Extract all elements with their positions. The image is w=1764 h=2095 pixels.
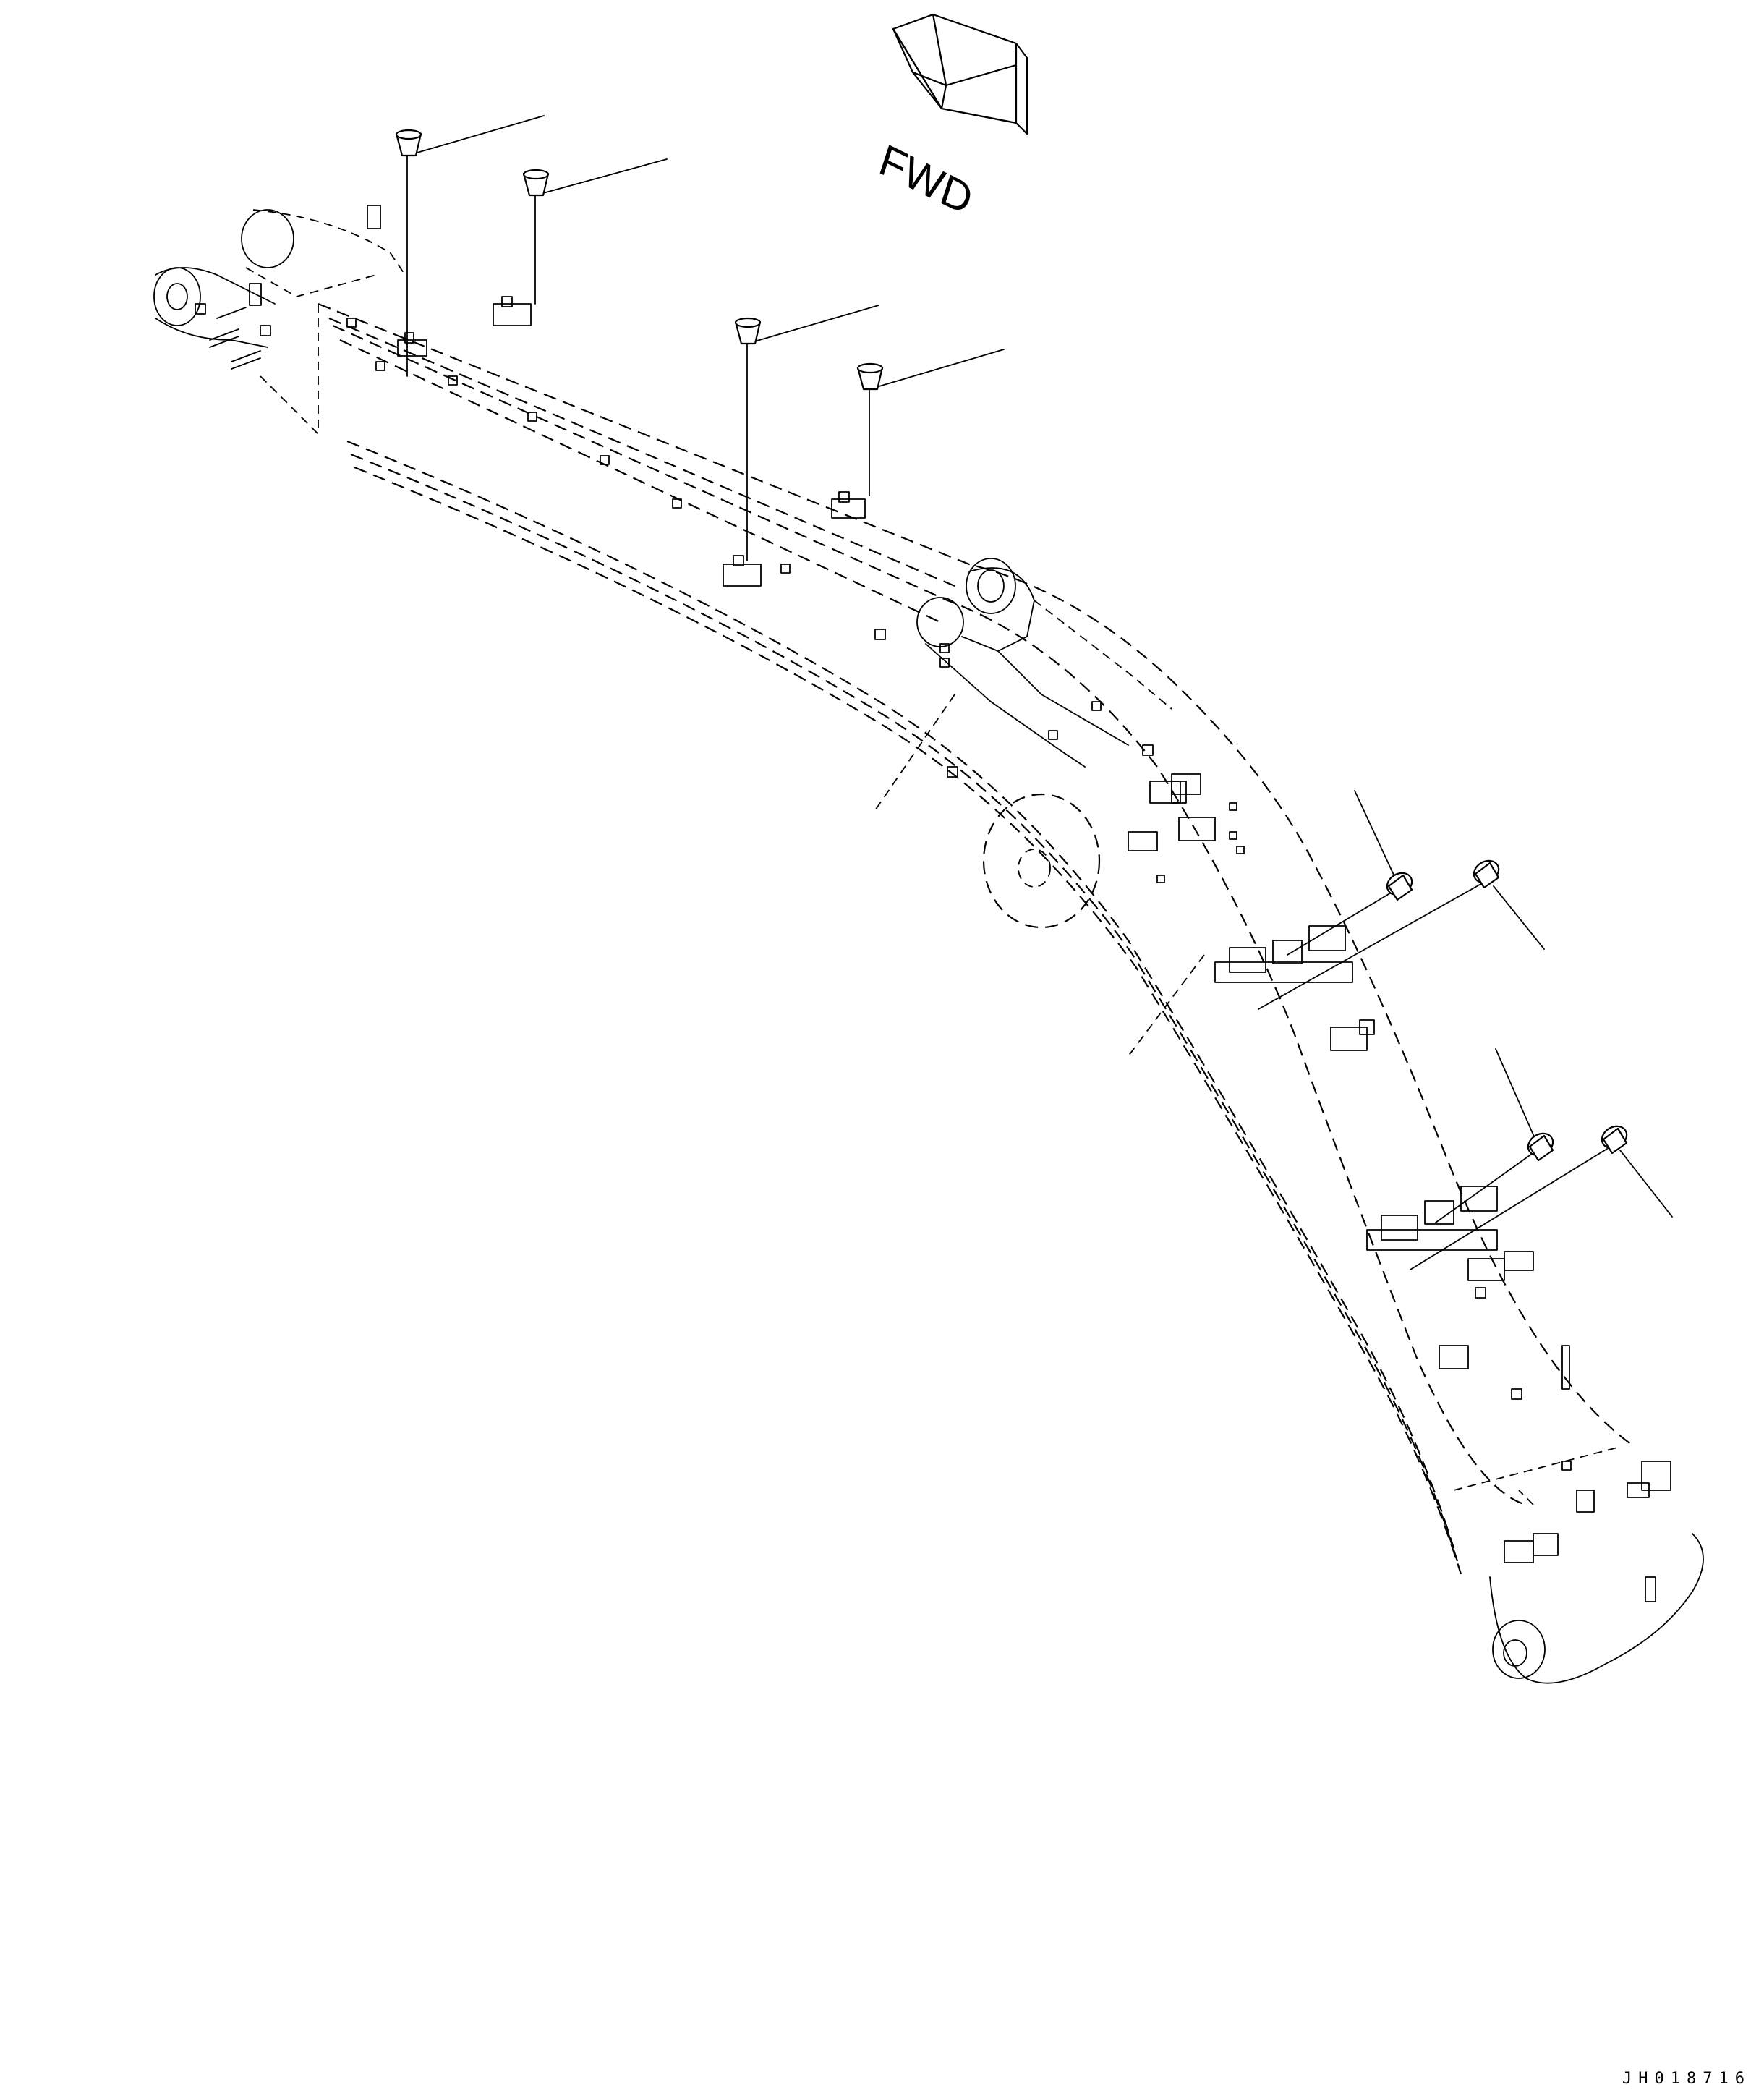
boom-side-boss [982,793,1101,929]
grommet-cap-8 [1410,1125,1673,1270]
boom-mid-pivot [916,558,1172,768]
fwd-label: FWD [874,134,979,224]
grommet-cap-2 [522,158,668,305]
fwd-arrow: FWD [874,13,1028,224]
grommet-cap-1 [395,115,545,377]
grommet-cap-4 [856,349,1005,496]
boom-top-end [1489,1533,1704,1684]
drawing-reference-code: JH018716 [1622,2070,1751,2088]
hose-clip-brackets [346,296,1671,1563]
grommet-cap-6 [1258,859,1545,1010]
boom-foot-end [153,205,406,435]
boom-outline [318,302,1635,1575]
grommet-cap-7 [1435,1048,1554,1223]
grommet-cap-3 [734,305,879,561]
grommet-cap-5 [1287,790,1413,956]
